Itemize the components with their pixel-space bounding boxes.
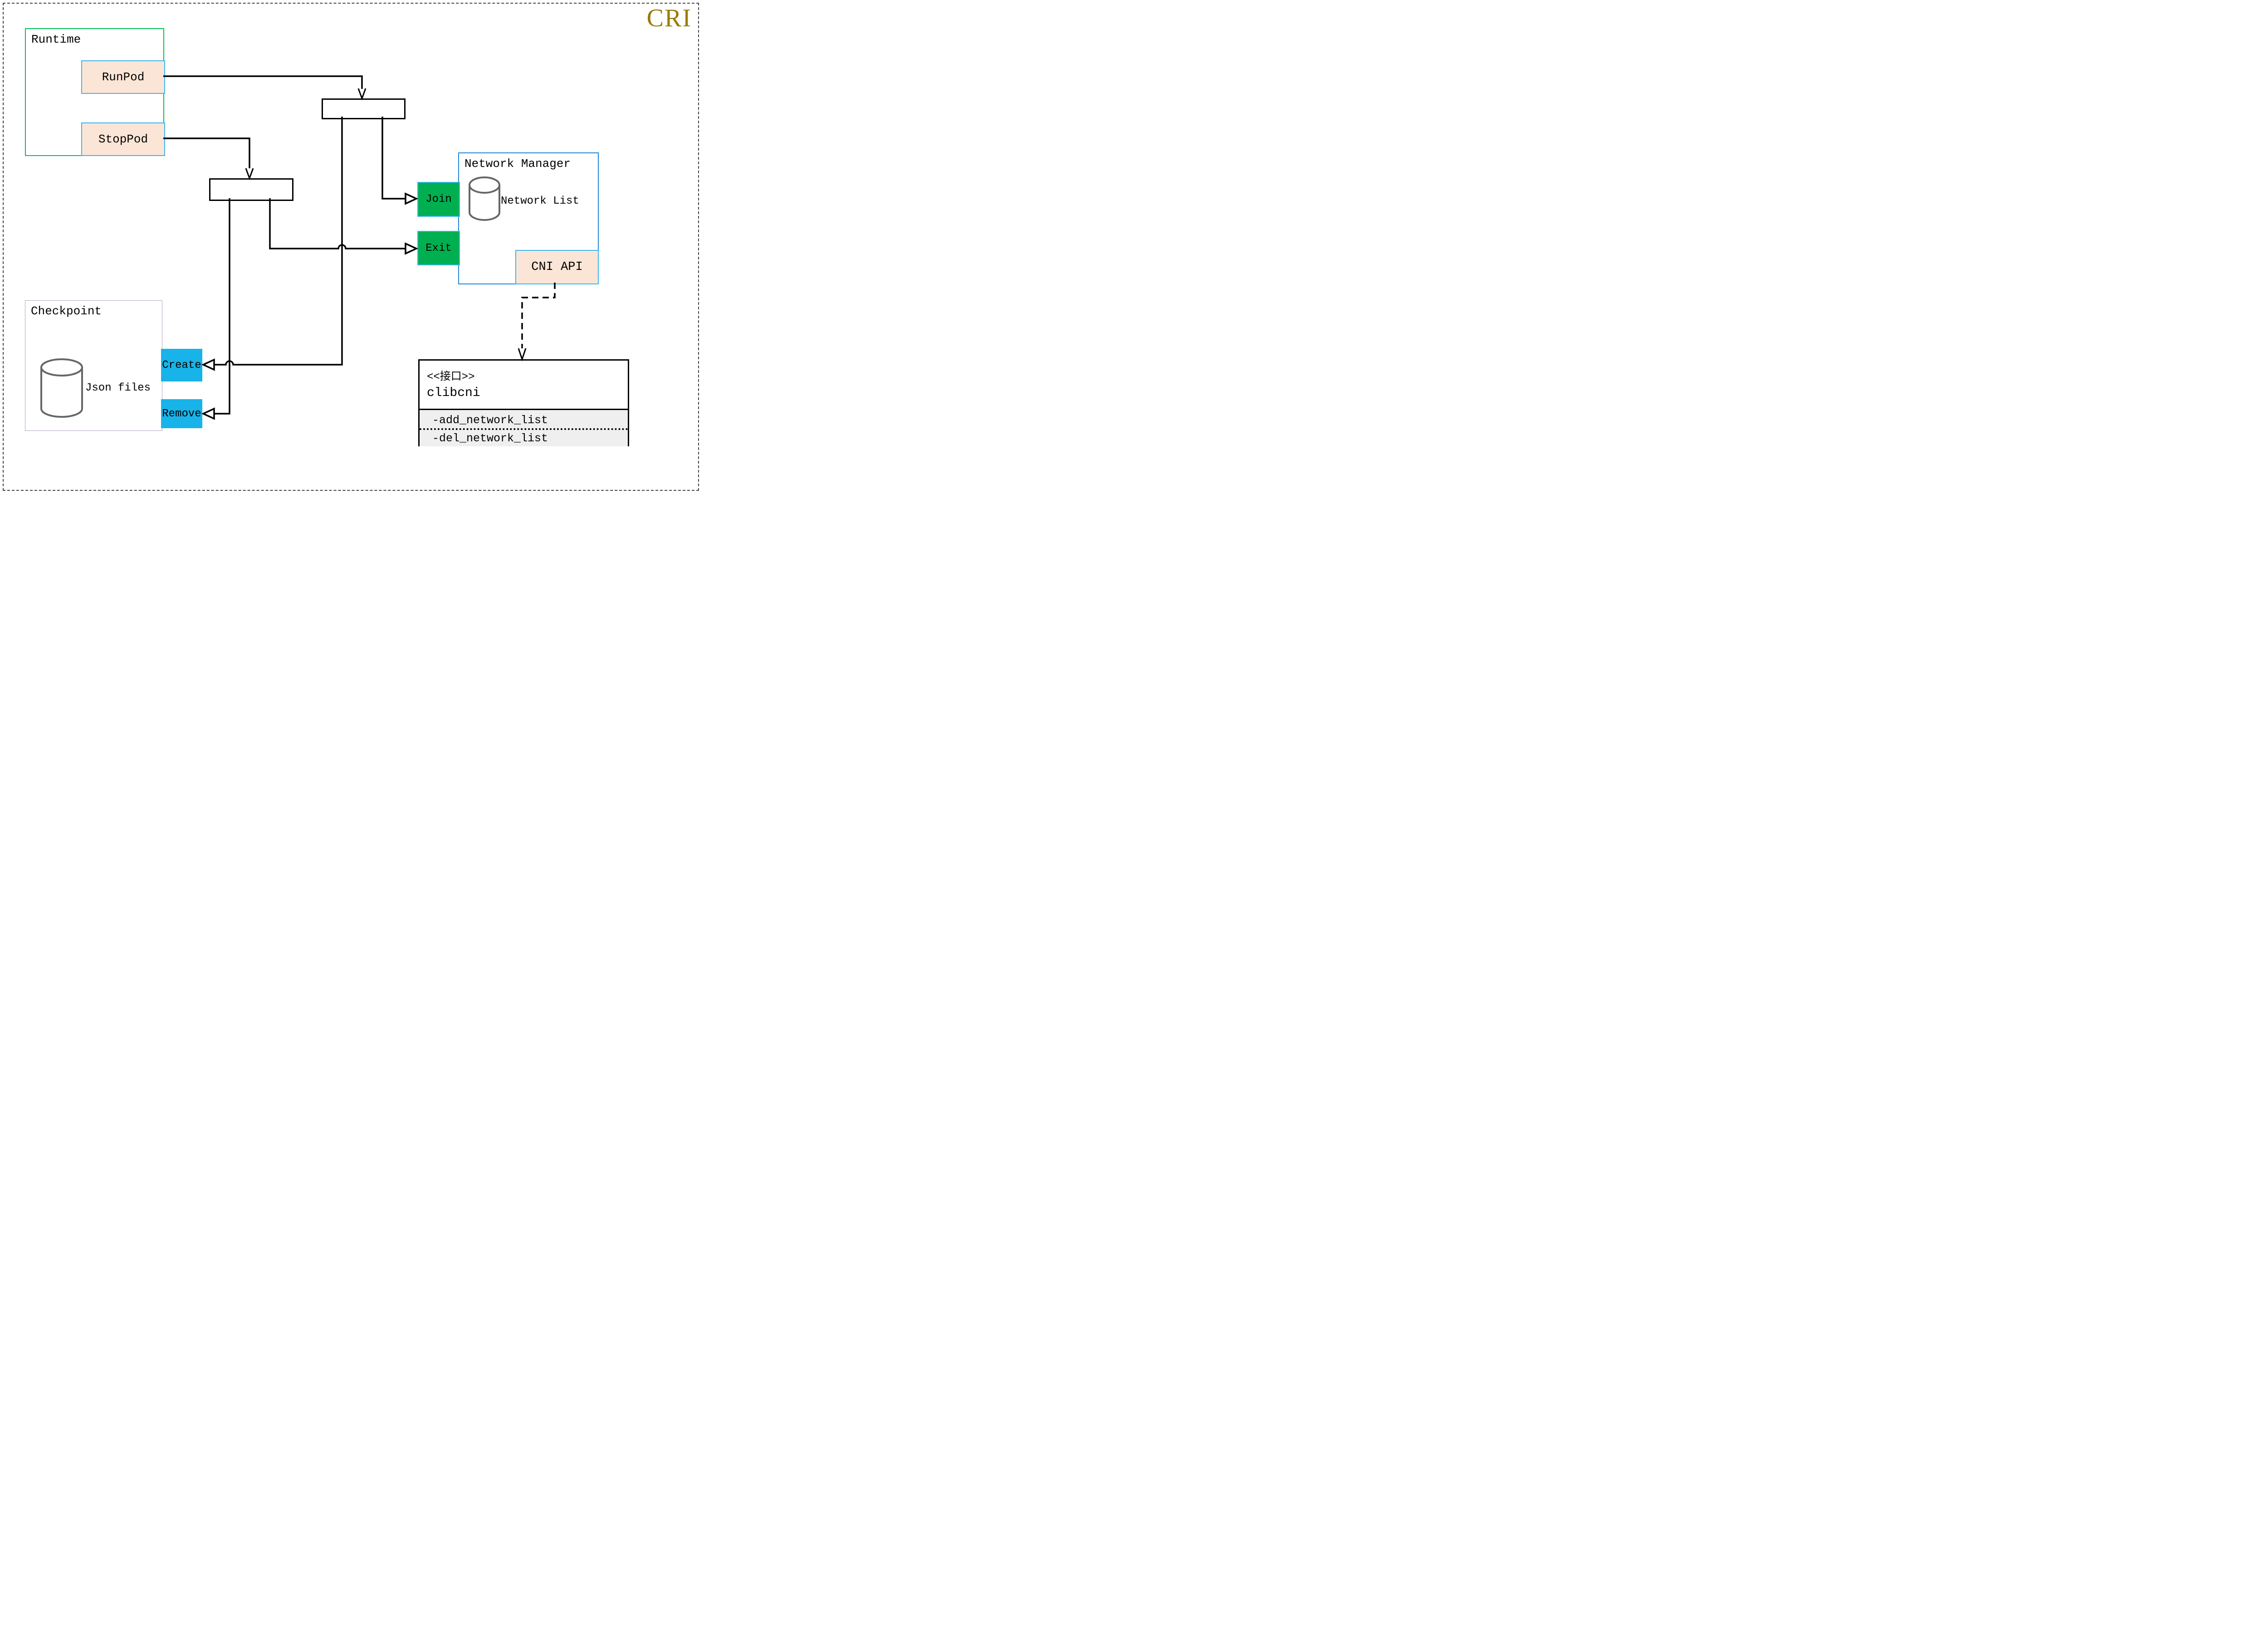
cni-clibcni-dashed-connector [521, 283, 556, 348]
exit-node: Exit [417, 231, 460, 265]
network-manager-title: Network Manager [464, 157, 571, 171]
arrow-down-icon [245, 168, 254, 181]
diagram-title: CRI [646, 4, 692, 32]
clibcni-method-divider [420, 428, 628, 430]
remove-node: Remove [161, 399, 202, 428]
create-connector [215, 117, 343, 366]
json-files-label: Json files [85, 382, 151, 394]
arrow-right-icon [405, 192, 419, 205]
join-node: Join [417, 182, 460, 217]
arrow-right-icon [405, 242, 419, 255]
runpod-connector [163, 75, 363, 89]
cri-architecture-diagram: CRI Runtime RunPod StopPod Network Manag… [0, 0, 702, 494]
arrow-left-icon [201, 358, 215, 371]
remove-connector [215, 198, 230, 415]
clibcni-interface-class: <<接口>> clibcni -add_network_list -del_ne… [418, 359, 629, 446]
clibcni-stereotype: <<接口>> [427, 371, 475, 383]
runpod-flow-junction-box [322, 98, 406, 119]
clibcni-header: <<接口>> clibcni [420, 361, 628, 410]
join-connector [381, 117, 406, 200]
clibcni-method-add: -add_network_list [432, 414, 548, 427]
checkpoint-box: Checkpoint [25, 300, 162, 431]
arrow-down-icon [357, 88, 367, 101]
arrow-down-icon [518, 348, 527, 362]
stoppod-connector [163, 137, 250, 168]
runpod-node: RunPod [81, 60, 165, 94]
stoppod-flow-junction-box [209, 178, 293, 201]
network-list-label: Network List [501, 195, 579, 207]
cni-api-node: CNI API [515, 250, 599, 284]
checkpoint-title: Checkpoint [31, 304, 102, 318]
stoppod-node: StopPod [81, 122, 165, 156]
clibcni-method-del: -del_network_list [432, 432, 548, 445]
exit-connector [269, 198, 406, 249]
create-node: Create [161, 349, 202, 381]
clibcni-name: clibcni [427, 386, 480, 400]
arrow-left-icon [201, 407, 215, 420]
clibcni-methods-section: -add_network_list -del_network_list [420, 410, 628, 446]
runtime-title: Runtime [31, 33, 81, 46]
